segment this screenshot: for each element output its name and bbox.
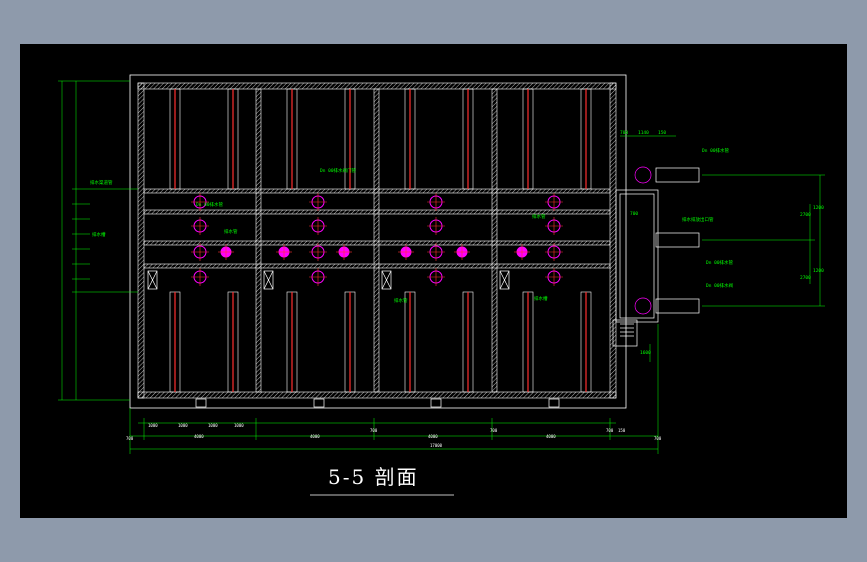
drain-boxes [147,270,510,290]
dim-end-2: 700 [654,436,662,441]
filter-column [404,291,416,393]
filter-column [227,88,239,190]
dim-bay-4: 4000 [546,434,556,439]
drawing-title: 5-5 剖面 [328,465,419,489]
dim-edge-left: 700 [126,436,134,441]
dim-between-2: 700 [490,428,498,433]
outer-outline [129,74,627,409]
dim-total: 17000 [430,443,443,448]
right-annex [612,189,659,347]
dim-right-bottom: 1600 [640,350,651,356]
filter-column [522,88,534,190]
dim-right-top-3: 150 [658,130,666,136]
label-pipe-top: Dn 00排水阀门管 [320,167,357,174]
interior-walls [143,88,611,393]
pipe-markers [191,193,563,286]
dim-right-side-1: 2700 [800,212,811,218]
footings [195,398,560,408]
filter-column [580,291,592,393]
filter-column [462,88,474,190]
filter-column [344,291,356,393]
label-outlet-bottom: Dn 00排水阀 [706,282,734,289]
dim-between-1: 700 [370,428,378,433]
filter-column [462,291,474,393]
dim-end-1: 150 [618,428,626,433]
filter-column [404,88,416,190]
filter-column [169,291,181,393]
bottom-dimension-chain [129,324,659,454]
outlet-pipes [634,166,700,315]
dim-right-side-3: 1200 [813,268,824,274]
label-discharge: 排水排放出口管 [682,216,714,223]
drawing-sheet: 5-5 剖面 1000 1000 1000 1000 700 4000 4000… [20,44,847,518]
filter-column [227,291,239,393]
column-lines [169,88,592,393]
left-dimension-chain [58,80,138,401]
filter-column [522,291,534,393]
dim-bay-1: 4000 [194,434,204,439]
dim-right-top-1: 700 [620,130,628,136]
label-outlet-top: Dn 00排水管 [702,147,730,154]
dim-bay-3: 4000 [428,434,438,439]
filter-column [286,88,298,190]
dim-right-side-2: 1200 [813,205,824,211]
label-pipe-right: 排水管 [532,213,546,220]
section-drawing: 5-5 剖面 1000 1000 1000 1000 700 4000 4000… [58,74,825,496]
filter-column [286,291,298,393]
dim-bay-2: 4000 [310,434,320,439]
label-channel: 排水渠道管 [90,179,113,186]
filter-column [169,88,181,190]
label-trough-right: 排水槽 [534,295,548,302]
filter-column [344,88,356,190]
dim-right-side-4: 2700 [800,275,811,281]
label-outlet-mid: Dn 00排水管 [706,259,734,266]
right-dimension-chain [620,135,825,362]
dim-edge-right: 700 [606,428,614,433]
label-trough-left: 排水槽 [92,231,106,238]
dim-sub-3: 1000 [208,423,218,428]
label-drain-pipe: 排水管 [394,297,408,304]
dim-sub-2: 1000 [178,423,188,428]
dim-right-mid: 700 [630,211,638,217]
label-pipe-row: 排水管 [224,228,238,235]
dim-sub-1: 1000 [148,423,158,428]
dim-right-top-2: 1140 [638,130,649,136]
label-pipe-left: Dn 00排水管 [196,201,224,208]
dim-sub-4: 1000 [234,423,244,428]
filter-column [580,88,592,190]
